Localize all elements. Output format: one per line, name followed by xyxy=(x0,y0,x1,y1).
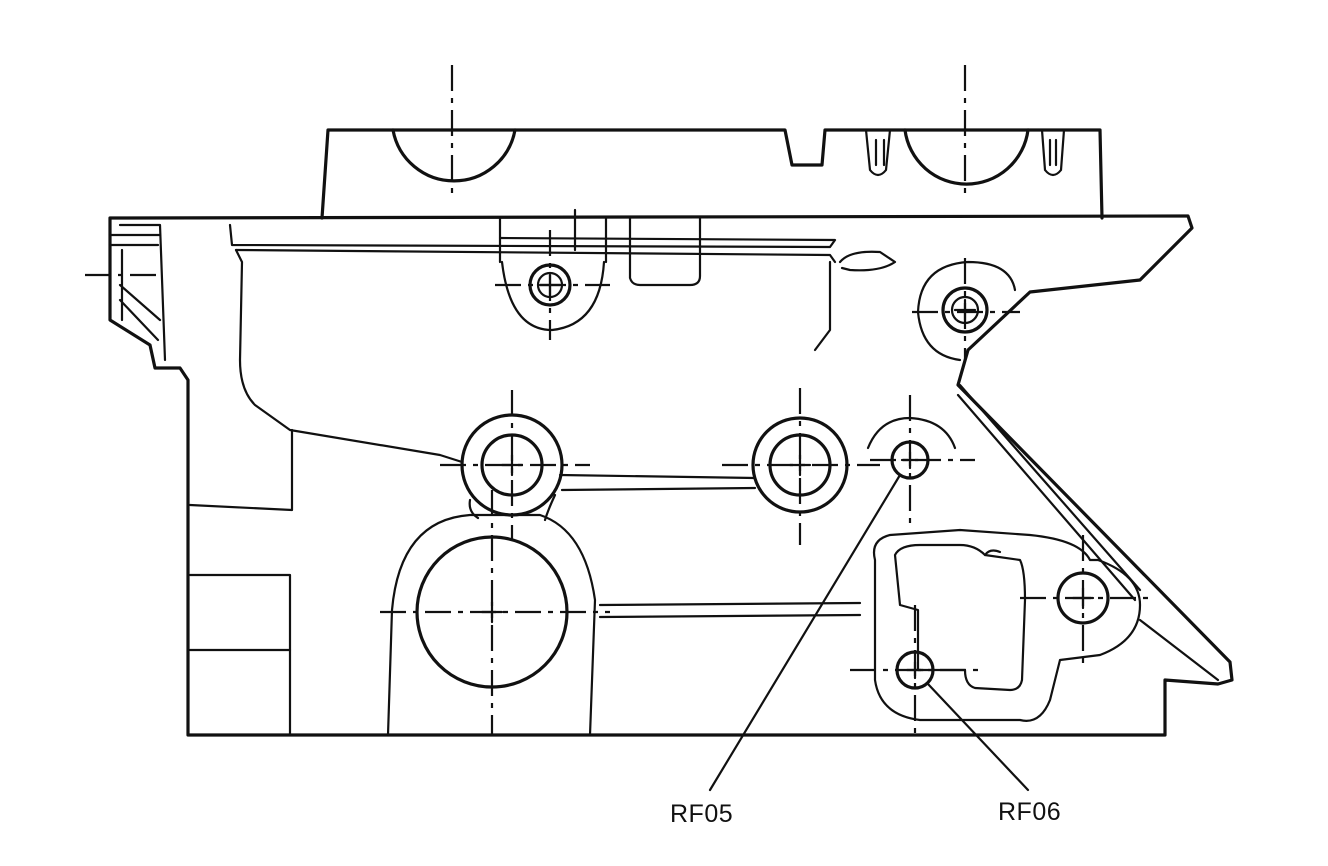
block-outline xyxy=(108,214,1234,737)
horizontal-webs xyxy=(558,473,862,619)
rf05-leader-line xyxy=(708,473,902,792)
rf05-label: RF05 xyxy=(670,800,734,828)
upper-right-boss xyxy=(912,258,1020,362)
rf06-leader-line xyxy=(926,682,1030,792)
top-left-boss xyxy=(320,128,1104,220)
inner-left-wall xyxy=(188,248,897,737)
upper-left-boss xyxy=(495,230,610,340)
large-lower-bore xyxy=(380,490,610,737)
middle-left-bore xyxy=(440,390,590,540)
rf06-label: RF06 xyxy=(998,798,1062,826)
right-pocket xyxy=(872,383,1220,722)
rf05-bolt-hole xyxy=(866,395,975,530)
middle-center-bore xyxy=(722,388,880,545)
top-right-boss xyxy=(864,128,1066,186)
rf06-bolt-hole xyxy=(850,605,985,740)
top-rail xyxy=(228,208,837,287)
right-lower-boss xyxy=(1020,535,1150,665)
